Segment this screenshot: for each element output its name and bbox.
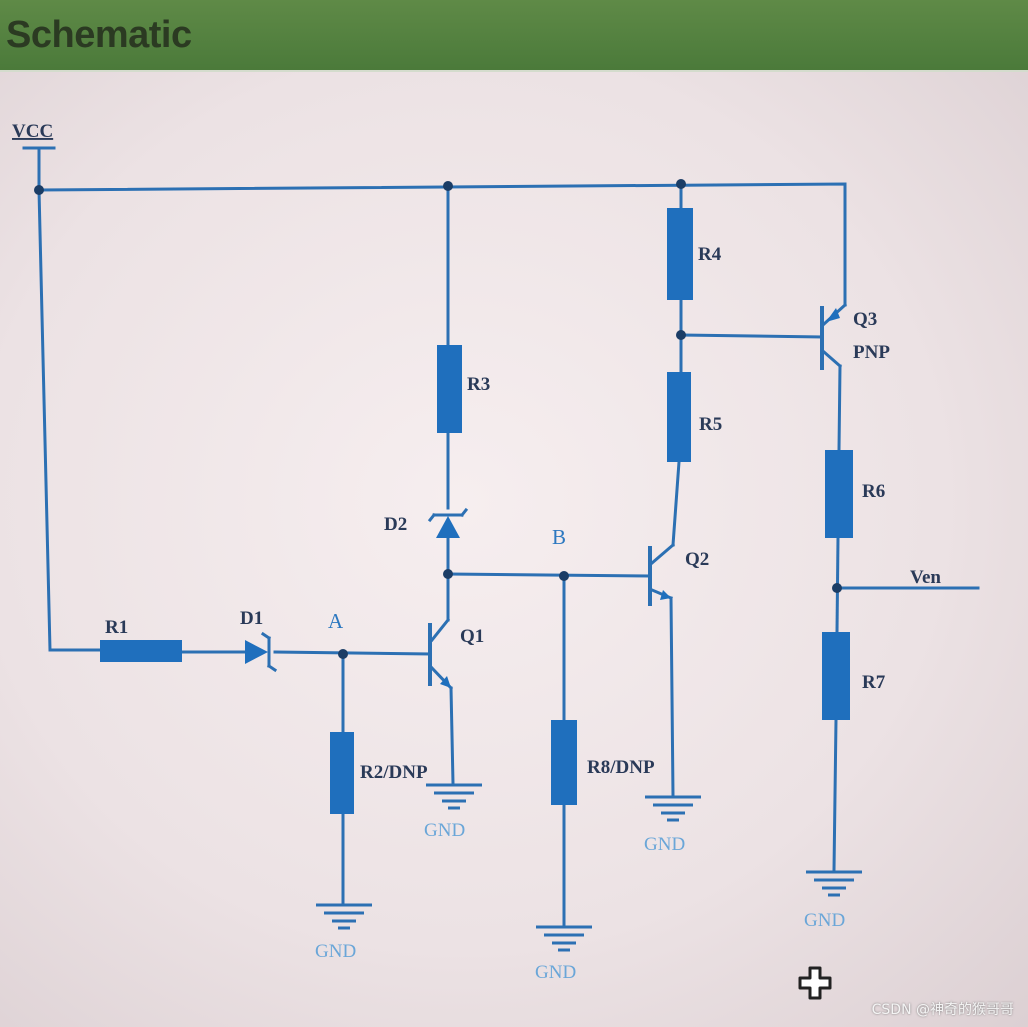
label-r5: R5: [699, 414, 722, 435]
label-r7: R7: [862, 672, 886, 693]
schematic-paper: [0, 72, 1028, 1027]
gnd-label: GND: [424, 820, 465, 841]
label-q2: Q2: [685, 549, 709, 570]
gnd-label: GND: [644, 834, 685, 855]
resistor-r8: [551, 720, 577, 805]
label-q3-type: PNP: [853, 342, 890, 363]
resistor-r5: [667, 372, 691, 462]
gnd-label: GND: [535, 962, 576, 983]
ground-icon: [645, 795, 701, 822]
label-r1: R1: [105, 617, 128, 638]
resistor-r3: [437, 345, 462, 433]
resistor-r2: [330, 732, 354, 814]
move-cursor-icon: [798, 966, 832, 1000]
vcc-symbol: [22, 146, 56, 192]
watermark: CSDN @神奇的猴哥哥: [871, 1002, 1014, 1018]
page-title: Schematic: [6, 14, 192, 56]
label-d2: D2: [384, 514, 407, 535]
resistor-r4: [667, 208, 693, 300]
ground-icon: [536, 925, 592, 952]
label-r3: R3: [467, 374, 490, 395]
label-ven: Ven: [910, 567, 941, 588]
resistor-r7: [822, 632, 850, 720]
ground-icon: [806, 870, 862, 897]
gnd-label: GND: [315, 941, 356, 962]
window-header: Schematic: [0, 0, 1028, 72]
label-node-a: A: [328, 609, 344, 633]
label-r4: R4: [698, 244, 722, 265]
diode-d1-icon: [245, 631, 278, 673]
label-q1: Q1: [460, 626, 484, 647]
ground-icon: [426, 783, 482, 810]
label-q3: Q3: [853, 309, 877, 330]
vcc-label: VCC: [12, 121, 53, 142]
label-node-b: B: [552, 525, 566, 549]
transistor-q2-icon: [648, 542, 676, 606]
ground-icon: [316, 903, 372, 930]
transistor-q1-icon: [428, 617, 454, 691]
label-r2: R2/DNP: [360, 762, 428, 783]
label-r6: R6: [862, 481, 885, 502]
transistor-q3-icon: [820, 302, 848, 370]
gnd-label: GND: [804, 910, 845, 931]
wires: [37, 182, 980, 927]
resistor-r6: [825, 450, 853, 538]
label-d1: D1: [240, 608, 263, 629]
label-r8: R8/DNP: [587, 757, 655, 778]
junction-dots: [34, 179, 842, 659]
diode-d2-icon: [427, 507, 469, 538]
resistor-r1: [100, 640, 182, 662]
